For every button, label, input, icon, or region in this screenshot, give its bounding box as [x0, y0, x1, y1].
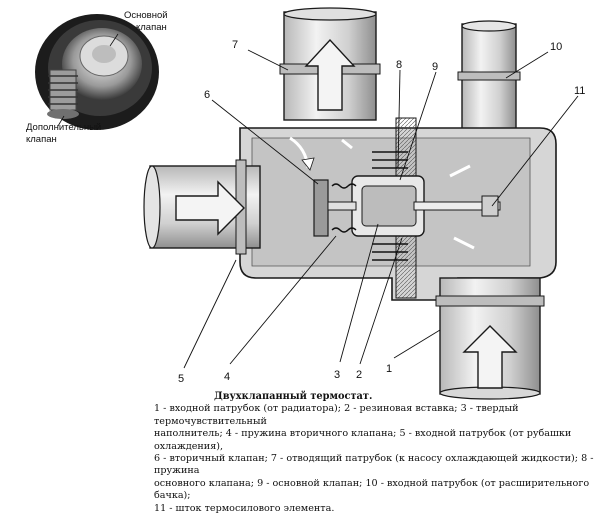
- caption-legend-line-1: 1 - входной патрубок (от радиатора); 2 -…: [154, 403, 519, 427]
- caption-legend-line-3: 6 - вторичный клапан; 7 - отводящий патр…: [154, 453, 594, 477]
- callout-4: 4: [224, 371, 230, 383]
- callout-5: 5: [178, 373, 184, 385]
- callout-3: 3: [334, 369, 340, 381]
- callout-11: 11: [574, 85, 585, 97]
- callout-2: 2: [356, 369, 362, 381]
- caption-legend-line-4: основного клапана; 9 - основной клапан; …: [154, 477, 590, 502]
- callout-8: 8: [396, 59, 402, 71]
- inset-aux-valve-label-2: клапан: [26, 134, 57, 145]
- figure-caption: Двухклапанный термостат. 1 - входной пат…: [154, 391, 594, 515]
- thermostat-diagram: Основной клапан Дополнительный клапан: [26, 7, 585, 400]
- caption-title: Двухклапанный термостат.: [214, 391, 373, 402]
- callout-10: 10: [550, 41, 562, 53]
- inset-aux-valve-label-1: Дополнительный: [26, 122, 101, 133]
- callout-6: 6: [204, 89, 210, 101]
- thermostat-photo-inset: Основной клапан Дополнительный клапан: [26, 10, 168, 145]
- inset-main-valve-label-1: Основной: [124, 10, 168, 21]
- callout-leaders: [183, 49, 579, 369]
- callout-9: 9: [432, 61, 438, 73]
- callout-1: 1: [386, 363, 392, 375]
- callout-7: 7: [232, 39, 238, 51]
- inset-main-valve-label-2: клапан: [136, 22, 167, 33]
- caption-legend-line-2: наполнитель; 4 - пружина вторичного клап…: [154, 428, 572, 452]
- callout-numbers: 7 6 8 9 10 11 5 4 3 2 1: [178, 39, 585, 385]
- caption-legend-line-5: 11 - шток термосилового элемента.: [154, 502, 335, 514]
- thermostat-housing: [143, 7, 557, 400]
